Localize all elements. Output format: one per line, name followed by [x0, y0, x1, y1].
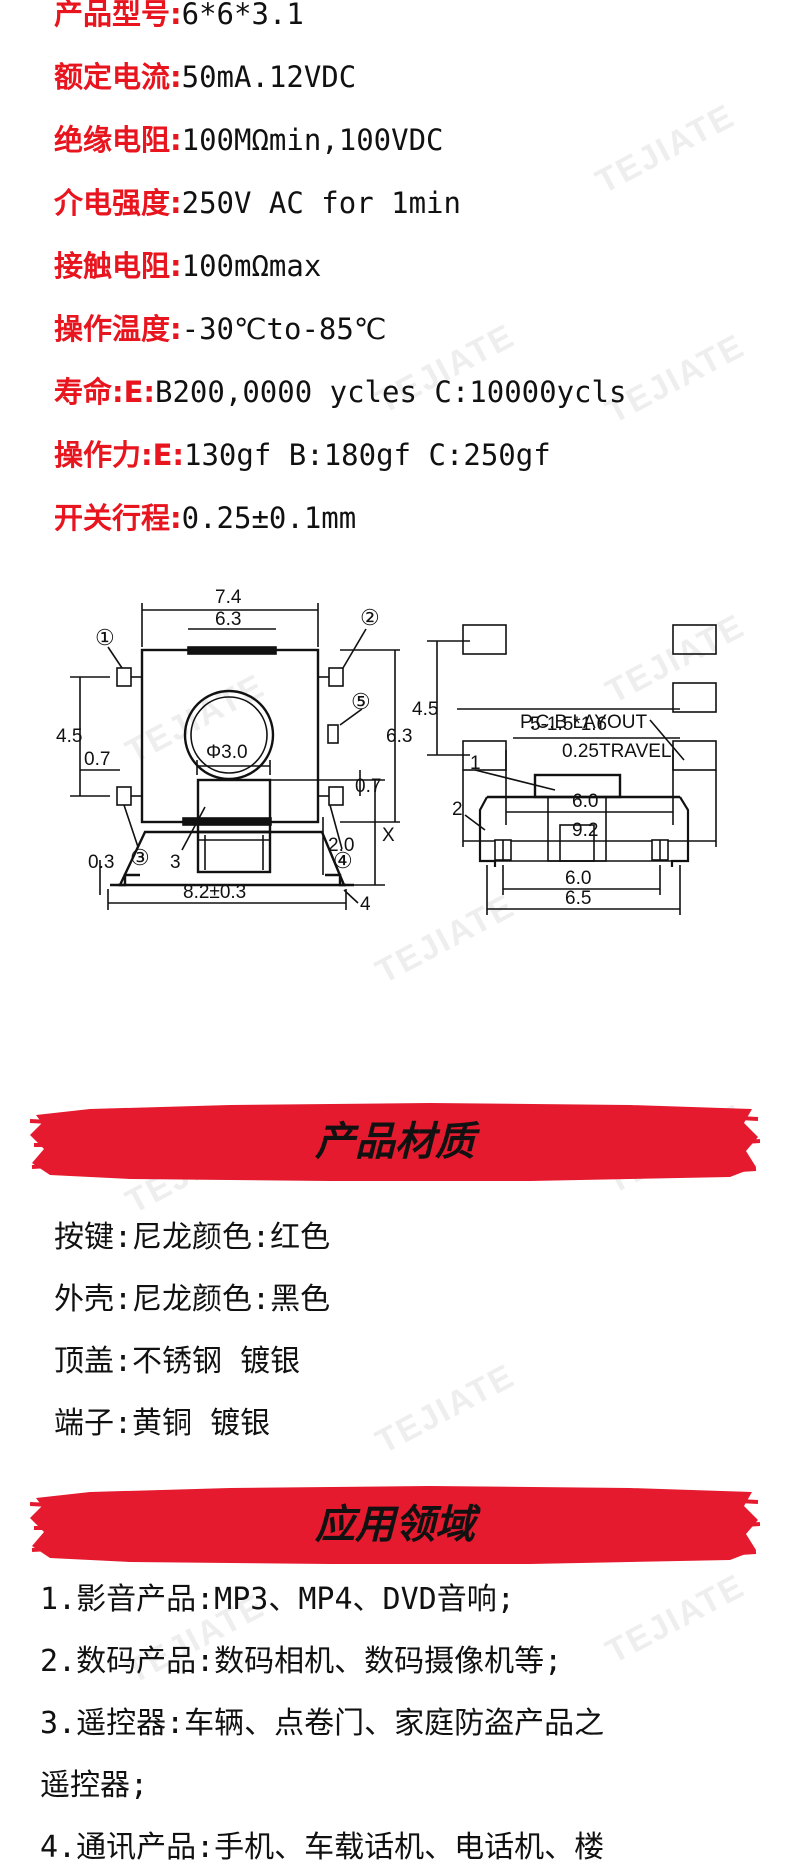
spec-row: 绝缘电阻:100MΩmin,100VDC	[54, 122, 444, 158]
top-view	[70, 603, 400, 851]
technical-drawing: 7.4 6.3 4.5 0.7 0.7 6.3 ① ② ③ 3 ④ ⑤ 4.5 …	[56, 587, 717, 915]
spec-value: 50mA.12VDC	[181, 60, 357, 94]
application-row: 2.数码产品:数码相机、数码摄像机等;	[40, 1644, 563, 1679]
profile-view-labels: Φ3.0 0.3 2.0 X 8.2±0.3 4	[88, 742, 395, 915]
label-part-3: 3	[170, 852, 181, 873]
spec-key: 操作力:E:	[54, 438, 185, 472]
dim-diameter: Φ3.0	[206, 742, 248, 763]
top-view-labels: 7.4 6.3 4.5 0.7 0.7 6.3 ① ② ③ 3 ④ ⑤	[56, 587, 412, 873]
pcb-label-1: 1	[470, 753, 481, 774]
materials-title: 产品材质	[315, 1119, 475, 1165]
application-row: 4.通讯产品:手机、车载话机、电话机、楼	[40, 1830, 605, 1865]
spec-key: 产品型号:	[54, 0, 182, 31]
spec-key: 开关行程:	[54, 501, 182, 535]
watermark: TEJIATE	[589, 96, 742, 202]
pad-label: 5-1.5*1.6	[530, 714, 607, 735]
pcb-dim-outer: 6.5	[565, 888, 591, 909]
pcb-dim-inner: 6.0	[565, 868, 591, 889]
pcb-title: P.C.B LAYOUT	[520, 712, 647, 733]
spec-value: 0.25±0.1mm	[181, 501, 357, 535]
material-row: 端子:黄铜 镀银	[54, 1406, 271, 1441]
material-row: 外壳:尼龙颜色:黑色	[54, 1282, 331, 1317]
spec-key: 接触电阻:	[54, 249, 182, 283]
materials-banner: 产品材质	[30, 1101, 760, 1183]
applications-title: 应用领域	[315, 1502, 475, 1548]
pcb-label-2: 2	[452, 799, 463, 820]
dim-height-left: 4.5	[56, 726, 82, 747]
dim-height: 2.0	[328, 835, 354, 856]
side-view	[427, 624, 717, 847]
spec-row: 开关行程:0.25±0.1mm	[54, 500, 356, 536]
spec-value: 100MΩmin,100VDC	[181, 123, 444, 157]
brush-stroke	[30, 1103, 760, 1181]
spec-value: 6*6*3.1	[181, 0, 304, 31]
application-row: 遥控器;	[40, 1768, 149, 1803]
label-pin-4: ④	[333, 848, 353, 873]
spec-row: 寿命:E:B200,0000 ycles C:10000ycls	[54, 374, 626, 410]
spec-key: 介电强度:	[54, 186, 182, 220]
watermark: TEJIATE	[369, 1356, 522, 1462]
spec-value: -30℃to-85℃	[181, 312, 387, 346]
dim-height-right: 6.3	[386, 726, 412, 747]
pcb-view-labels: P.C.B LAYOUT 0.25TRAVEL 1 2 6.0 6.5	[452, 712, 671, 909]
dim-width: 8.2±0.3	[183, 882, 246, 903]
spec-key: 寿命:E:	[54, 375, 156, 409]
spec-value: 130gf B:180gf C:250gf	[184, 438, 551, 472]
dim-pin-left: 0.7	[84, 749, 110, 770]
brush-stroke	[30, 1486, 760, 1564]
application-row: 3.遥控器:车辆、点卷门、家庭防盗产品之	[40, 1706, 605, 1741]
applications-banner: 应用领域	[30, 1484, 760, 1566]
spec-key: 绝缘电阻:	[54, 123, 182, 157]
dim-width-inner: 6.3	[215, 609, 241, 630]
spec-value: B200,0000 ycles C:10000ycls	[155, 375, 627, 409]
dim-height: 4.5	[412, 699, 438, 720]
pcb-view	[464, 737, 690, 915]
spec-row: 操作力:E:130gf B:180gf C:250gf	[54, 437, 551, 473]
dim-inner: 6.0	[572, 791, 598, 812]
dim-pin-right: 0.7	[355, 776, 381, 797]
material-row: 顶盖:不锈钢 镀银	[54, 1344, 301, 1379]
pcb-travel: 0.25TRAVEL	[562, 741, 671, 762]
watermark: TEJIATE	[599, 1566, 752, 1672]
label-pin-2: ②	[360, 605, 380, 630]
label-4: 4	[360, 894, 371, 915]
dim-width-outer: 7.4	[215, 587, 242, 608]
dim-x: X	[382, 825, 395, 846]
label-pin-1: ①	[95, 625, 115, 650]
material-row: 按键:尼龙颜色:红色	[54, 1220, 331, 1255]
application-row: 1.影音产品:MP3、MP4、DVD音响;	[40, 1582, 515, 1617]
spec-row: 产品型号:6*6*3.1	[54, 0, 304, 32]
spec-row: 介电强度:250V AC for 1min	[54, 185, 461, 221]
spec-key: 操作温度:	[54, 312, 182, 346]
dim-left: 0.3	[88, 852, 114, 873]
spec-value: 100mΩmax	[181, 249, 322, 283]
spec-value: 250V AC for 1min	[181, 186, 461, 220]
spec-row: 额定电流:50mA.12VDC	[54, 59, 356, 95]
spec-row: 操作温度:-30℃to-85℃	[54, 311, 386, 347]
profile-view	[99, 760, 385, 910]
spec-row: 接触电阻:100mΩmax	[54, 248, 321, 284]
spec-key: 额定电流:	[54, 60, 182, 94]
label-pin-5: ⑤	[351, 689, 371, 714]
